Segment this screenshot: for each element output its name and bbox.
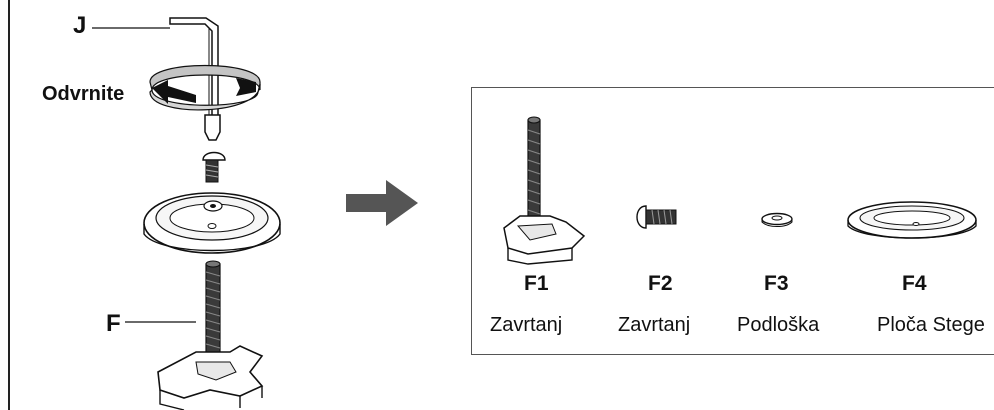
parts-panel: F1 Zavrtanj F2 Zavrtanj F3 Podloška F4 P… — [471, 87, 994, 355]
screw-icon — [202, 151, 226, 183]
part-f4-name: Ploča Stege — [877, 314, 985, 336]
tool-label: J — [73, 12, 87, 39]
rotation-arrow-icon — [149, 64, 261, 111]
part-f3-name: Podloška — [737, 314, 820, 336]
left-page-rule — [8, 0, 10, 410]
part-f4-icon — [847, 201, 977, 239]
part-f1-code: F1 — [524, 272, 549, 295]
parts-illustrations — [503, 116, 977, 265]
right-arrow-icon — [346, 180, 418, 226]
part-f3-icon — [761, 212, 793, 227]
knob-bolt-icon — [157, 260, 264, 410]
clamp-plate-icon — [143, 192, 281, 254]
assembly-label: F — [106, 310, 121, 337]
part-f1-name: Zavrtanj — [490, 314, 563, 336]
action-label: Odvrnite — [42, 83, 125, 105]
allen-key-icon — [169, 17, 221, 141]
part-f2-name: Zavrtanj — [618, 314, 691, 336]
part-f4-code: F4 — [902, 272, 927, 295]
part-f1-icon — [503, 116, 586, 265]
part-f2-code: F2 — [648, 272, 673, 295]
part-f2-icon — [636, 205, 677, 229]
part-f3-code: F3 — [764, 272, 789, 295]
